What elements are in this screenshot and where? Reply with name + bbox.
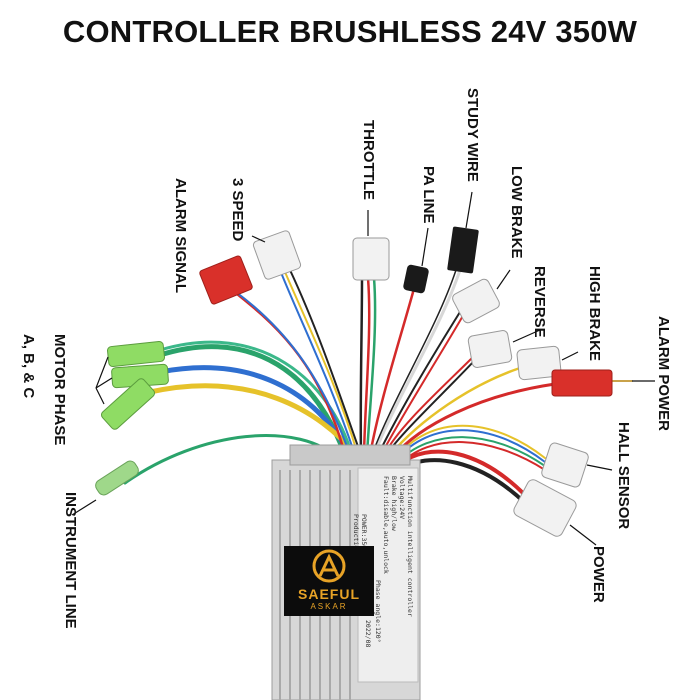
diagram-title: CONTROLLER BRUSHLESS 24V 350W xyxy=(62,14,638,49)
brand-logo: SAEFUL ASKAR xyxy=(284,546,374,616)
motor-phase-wire-green xyxy=(157,344,348,458)
label-study-wire: STUDY WIRE xyxy=(464,88,481,182)
pointer-lines xyxy=(71,191,655,546)
label-motor-phase: MOTOR PHASE xyxy=(51,334,68,446)
pa-line-connector xyxy=(403,264,429,294)
label-alarm-signal: ALARM SIGNAL xyxy=(172,178,189,293)
label-pa-line: PA LINE xyxy=(420,166,437,224)
label-low-brake: LOW BRAKE xyxy=(508,166,525,259)
logo-subtitle: ASKAR xyxy=(310,602,348,611)
label-throttle: THROTTLE xyxy=(360,120,377,200)
throttle-connector xyxy=(352,237,390,281)
label-alarm-power: ALARM POWER xyxy=(655,316,672,431)
label-reverse: REVERSE xyxy=(531,266,548,338)
sticker-line-3: Brake high/low xyxy=(390,476,398,531)
motor-phase-wire-green2 xyxy=(158,340,354,457)
alarm-signal-connector xyxy=(199,255,253,305)
label-motor-phase-abc: A, B, & C xyxy=(20,334,37,399)
power-connector xyxy=(513,479,577,537)
instrument-connector xyxy=(95,460,139,496)
sticker-line-6: Phase angle:120° xyxy=(374,580,382,643)
three-speed-connector xyxy=(252,230,302,280)
sticker-line-4: Fault:disable,auto,unlock xyxy=(382,476,390,574)
reverse-connector xyxy=(467,330,513,368)
low-brake-connector xyxy=(452,278,500,324)
sticker-line-8: 2022/08 xyxy=(364,620,372,648)
logo-emblem-icon xyxy=(312,549,346,583)
logo-name: SAEFUL xyxy=(298,586,360,602)
motor-phase-connector-a xyxy=(107,341,165,367)
connectors xyxy=(95,226,613,537)
sticker-line-2: Voltage:24V xyxy=(398,476,406,520)
study-wire-connector xyxy=(447,226,479,274)
label-power: POWER xyxy=(590,546,607,603)
alarm-power-connector xyxy=(551,369,613,397)
motor-phase-connector-c xyxy=(100,378,156,430)
sticker-line-1: Multifunction intelligent controller xyxy=(406,476,414,617)
pa-line-wire xyxy=(368,283,417,457)
three-speed-wires xyxy=(279,269,356,456)
label-high-brake: HIGH BRAKE xyxy=(586,266,603,362)
study-wire xyxy=(372,268,462,457)
throttle-wires xyxy=(362,276,371,457)
label-3-speed: 3 SPEED xyxy=(229,178,246,242)
label-hall-sensor: HALL SENSOR xyxy=(615,422,632,530)
low-brake-wires xyxy=(377,311,461,456)
label-instrument-line: INSTRUMENT LINE xyxy=(62,492,79,629)
hall-sensor-connector xyxy=(541,442,589,488)
high-brake-connector xyxy=(516,345,562,381)
high-brake-wires xyxy=(388,366,522,457)
